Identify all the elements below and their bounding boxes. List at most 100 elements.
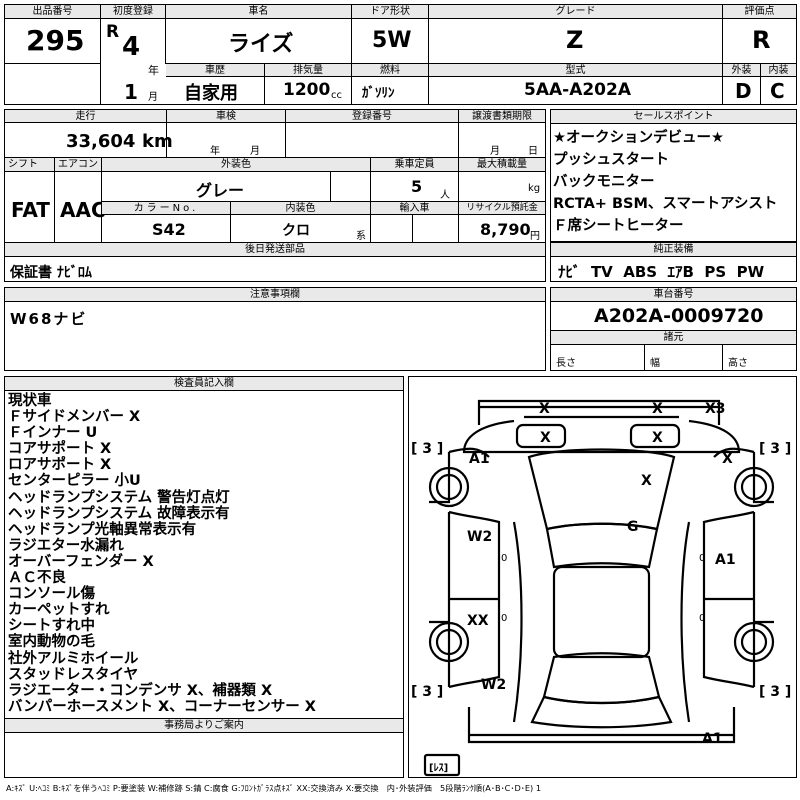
import-header: 輸入車 [371, 202, 458, 215]
history: 自家用 [184, 83, 238, 104]
note-line: Ｆサイドメンバー X [8, 409, 141, 426]
equipment-block [550, 242, 797, 282]
inspection-year-unit: 年 [210, 146, 220, 157]
lot-no: 295 [26, 24, 85, 57]
inspector-header: 検査員記入欄 [5, 377, 403, 391]
note-line: バンパーホースメント X、コーナーセンサー X [8, 698, 316, 715]
chassis-block [550, 287, 797, 371]
note-line: オーバーフェンダー X [8, 553, 154, 570]
score-header: 評価点 [723, 5, 796, 19]
inspector-block [4, 376, 404, 778]
note-line: 社外アルミホイール [8, 650, 139, 667]
ext-grade-header: 外装 [723, 64, 760, 77]
ac: AAC [60, 198, 106, 222]
sales-point-item: バックモニター [553, 174, 655, 190]
spare-tire: [ﾚｽ] [429, 763, 449, 774]
legend: A:ｷｽﾞ U:ﾍｺﾐ B:ｷｽﾞを伴うﾍｺﾐ P:要塗装 W:補修跡 S:錆 … [6, 783, 542, 793]
ext-color-header: 外装色 [102, 158, 370, 172]
length-label: 長さ [556, 358, 576, 369]
damage-mark: X [652, 430, 663, 446]
damage-diagram: X X X3 X X A1 X X G W2 A1 XX W2 A1 [ 3 ]… [408, 376, 797, 778]
int-color-header: 内装色 [231, 202, 370, 215]
recycle-unit: 円 [530, 231, 540, 242]
office-header: 事務局よりご案内 [5, 719, 403, 733]
note-line: ＡＣ不良 [8, 570, 66, 587]
capacity: 5 [411, 177, 423, 196]
mileage-header: 走行 [5, 110, 166, 123]
car-name-header: 車名 [166, 5, 351, 19]
note-line: 現状車 [8, 393, 52, 409]
mileage-unit: km [142, 131, 173, 152]
door-header: ドア形状 [352, 5, 428, 19]
model-header: 型式 [429, 64, 722, 77]
displacement-unit: cc [331, 90, 342, 101]
chassis-number: A202A-0009720 [594, 305, 764, 327]
color-no: S42 [152, 220, 186, 239]
shift-header: シフト [5, 158, 54, 172]
sales-point-list: ★オークションデビュー★ プッシュスタート バックモニター RCTA+ BSM、… [553, 127, 777, 237]
fuel: ｶﾞｿﾘﾝ [362, 86, 395, 101]
damage-mark: A1 [715, 552, 736, 568]
ext-grade: D [735, 79, 752, 103]
note-line: ヘッドランプシステム 警告灯点灯 [8, 489, 230, 506]
damage-mark: G [627, 519, 639, 535]
ac-header: エアコン [55, 158, 101, 172]
fuel-header: 燃料 [352, 64, 428, 77]
damage-mark: X3 [705, 401, 726, 417]
width-label: 幅 [650, 358, 660, 369]
later-parts: 保証書 ﾅﾋﾞﾛﾑ [10, 265, 92, 281]
reg-year: 4 [122, 32, 141, 62]
inspector-notes: 現状車 Ｆサイドメンバー X Ｆインナー U コアサポート X ロアサポート X… [8, 393, 316, 715]
zero-mark: 0 [699, 613, 706, 624]
sales-point-item: RCTA+ BSM、スマートアシスト [553, 196, 778, 212]
chassis-header: 車台番号 [551, 288, 796, 302]
model: 5AA-A202A [524, 80, 631, 100]
ext-color: グレー [196, 181, 245, 200]
note-line: コアサポート X [8, 441, 112, 458]
inspection-month-unit: 月 [250, 146, 260, 157]
note-line: ロアサポート X [8, 457, 112, 474]
displacement-header: 排気量 [265, 64, 351, 77]
grade: Z [566, 26, 584, 54]
capacity-unit: 人 [440, 190, 450, 201]
vehicle-info-block [4, 109, 546, 282]
inspection-header: 車検 [167, 110, 285, 123]
note-line: Ｆインナー U [8, 425, 98, 442]
score: R [752, 26, 771, 54]
zero-mark: 0 [699, 553, 706, 564]
tread-depth: [ 3 ] [759, 684, 792, 700]
damage-mark: X [652, 401, 663, 417]
note-line: 室内動物の毛 [8, 634, 95, 651]
caution-header: 注意事項欄 [5, 288, 545, 302]
sales-point-item: ★オークションデビュー★ [553, 130, 724, 146]
damage-mark: X [722, 451, 733, 467]
door-type: 5W [372, 28, 412, 53]
int-color: クロ [282, 223, 310, 239]
car-outline [423, 399, 775, 777]
sales-point-header: セールスポイント [551, 110, 796, 124]
damage-mark: A1 [469, 451, 490, 467]
tread-depth: [ 3 ] [411, 684, 444, 700]
lot-no-header: 出品番号 [5, 5, 100, 19]
displacement: 1200 [283, 80, 331, 100]
caution-note: W68ナビ [10, 310, 88, 328]
note-line: スタッドレスタイヤ [8, 666, 139, 683]
note-line: ラジエター水漏れ [8, 537, 124, 554]
spec-header: 諸元 [551, 331, 796, 345]
zero-mark: 0 [501, 553, 508, 564]
damage-mark: XX [467, 613, 489, 629]
sales-point-item: プッシュスタート [553, 152, 669, 168]
int-color-suffix: 系 [356, 231, 366, 242]
note-line: ヘッドランプシステム 故障表示有 [8, 505, 230, 522]
note-line: コンソール傷 [8, 586, 95, 603]
sales-point-item: Ｆ席シートヒーター [553, 218, 684, 234]
transfer-deadline-header: 譲渡書類期限 [459, 110, 545, 123]
shift: FAT [11, 198, 50, 222]
int-grade: C [770, 79, 785, 103]
damage-mark: X [641, 473, 652, 489]
month-unit: 月 [148, 92, 158, 103]
transfer-month-unit: 月 [490, 146, 500, 157]
note-line: センターピラー 小U [8, 473, 141, 490]
transfer-day-unit: 日 [528, 146, 538, 157]
max-load-unit: kg [528, 183, 541, 194]
